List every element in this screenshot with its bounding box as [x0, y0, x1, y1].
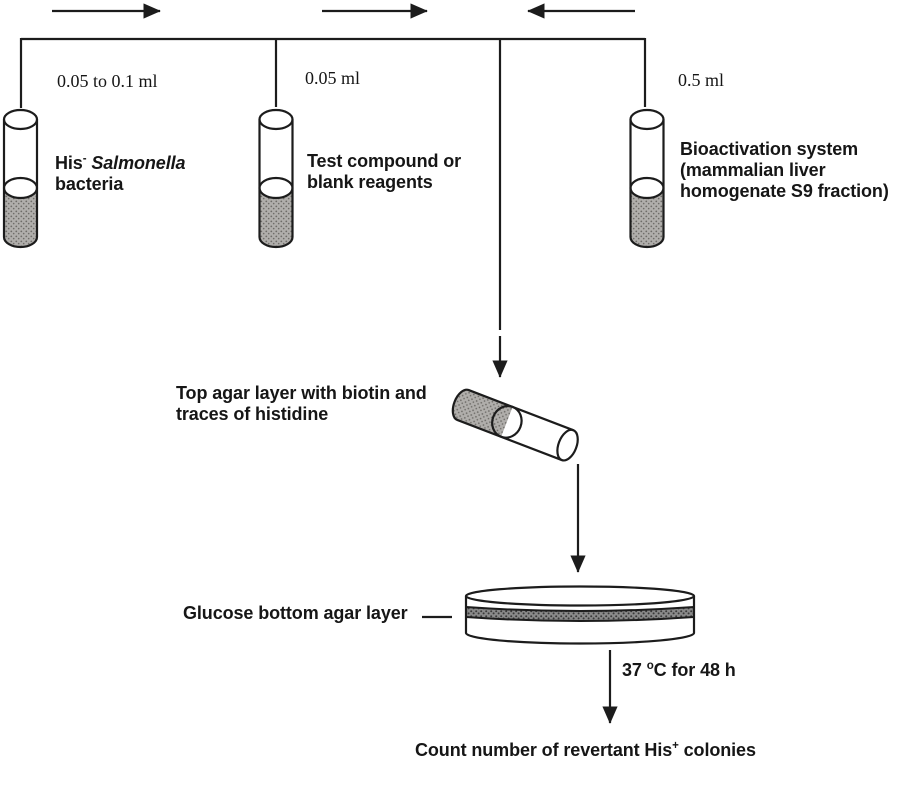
test-compound-line2: blank reagents — [307, 172, 433, 192]
tube3-outline — [629, 119, 665, 249]
test-compound-tube — [258, 108, 294, 249]
tube2-liquid-surface — [258, 176, 294, 200]
bioactivation-line2: (mammalian liver — [680, 160, 826, 180]
bioactivation-label: Bioactivation system (mammalian liver ho… — [680, 139, 889, 202]
incubation-duration: C for 48 h — [653, 660, 736, 680]
his-salmonella-label: His- Salmonella bacteria — [55, 153, 186, 195]
distribution-manifold — [19, 37, 647, 378]
tube1-liquid — [4, 188, 37, 247]
his-minus-sup: - — [82, 153, 87, 165]
colonies-text: colonies — [678, 740, 756, 760]
test-compound-line1: Test compound or — [307, 151, 462, 171]
tube3-mouth — [629, 108, 665, 131]
his-salmonella-tube — [2, 108, 39, 249]
tube1-outline — [2, 119, 39, 249]
degree-sup: o — [646, 660, 654, 672]
tube2-liquid — [259, 188, 293, 247]
bioactivation-tube — [629, 108, 665, 249]
top-agar-label: Top agar layer with biotin and traces of… — [176, 383, 427, 425]
top-agar-line1: Top agar layer with biotin and — [176, 383, 427, 403]
agar-tube-mouth — [556, 428, 579, 462]
tube3-liquid-surface — [629, 176, 665, 200]
tube2-outline — [258, 119, 294, 249]
glucose-agar-label: Glucose bottom agar layer — [183, 603, 408, 623]
dish-body — [464, 596, 696, 645]
incubation-temp: 37 — [622, 660, 647, 680]
salmonella-italic: Salmonella — [86, 153, 186, 173]
bacteria-text: bacteria — [55, 174, 124, 194]
top-agar-tube — [451, 388, 579, 462]
result-label: Count number of revertant His+ colonies — [415, 740, 756, 761]
dish-lid — [464, 585, 696, 607]
volume-label-2: 0.05 ml — [305, 68, 361, 88]
bottom-agar-layer — [465, 605, 695, 622]
incubation-label: 37 oC for 48 h — [622, 660, 736, 681]
top-agar-line2: traces of histidine — [176, 404, 329, 424]
his-text: His — [55, 153, 83, 173]
bioactivation-line1: Bioactivation system — [680, 139, 859, 159]
test-compound-label: Test compound or blank reagents — [307, 151, 461, 193]
result-text: Count number of revertant His — [415, 740, 673, 760]
volume-label-3: 0.5 ml — [678, 70, 725, 90]
petri-dish — [422, 585, 696, 645]
agar-tube-outline — [451, 388, 574, 462]
tube1-mouth — [2, 108, 39, 131]
tube3-liquid — [630, 188, 664, 247]
tube1-liquid-surface — [2, 176, 39, 200]
bioactivation-line3: homogenate S9 fraction) — [680, 181, 889, 201]
volume-label-1: 0.05 to 0.1 ml — [57, 71, 158, 91]
tube2-mouth — [258, 108, 294, 131]
his-plus-sup: + — [672, 740, 679, 752]
